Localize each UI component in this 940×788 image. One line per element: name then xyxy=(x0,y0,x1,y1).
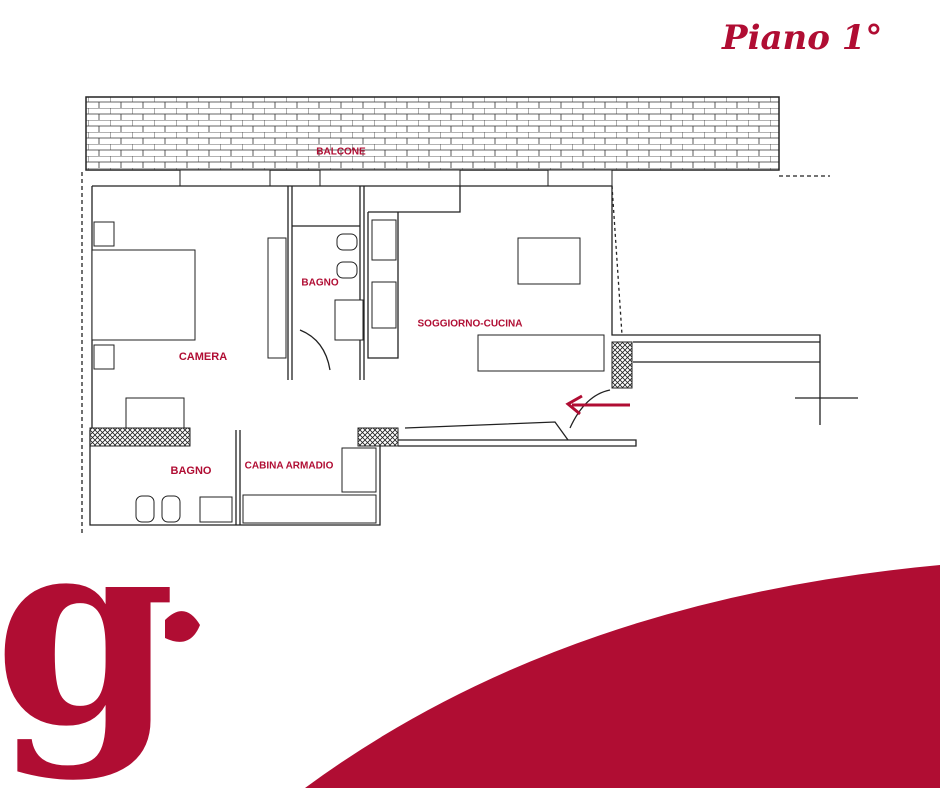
dining-table xyxy=(517,237,581,285)
room-label-bagno-2: BAGNO xyxy=(170,465,212,477)
room-label-cabina-armadio: CABINA ARMADIO xyxy=(244,460,334,472)
balcony xyxy=(85,96,780,187)
room-label-soggiorno-cucina: SOGGIORNO-CUCINA xyxy=(417,318,523,330)
furniture xyxy=(91,219,605,524)
bed xyxy=(91,249,196,341)
decorative-swoosh xyxy=(305,565,940,788)
wall-section-hatched xyxy=(611,341,633,389)
room-label-bagno: BAGNO xyxy=(301,277,339,289)
brand-logo: g xyxy=(0,479,176,784)
page-title: Piano 1° xyxy=(722,18,883,58)
walls xyxy=(81,172,858,535)
sofa xyxy=(477,334,605,372)
logo-dot xyxy=(165,611,200,642)
wall-section-hatched xyxy=(89,427,191,447)
wall-section-hatched xyxy=(357,427,399,447)
room-label-camera: CAMERA xyxy=(178,351,228,363)
arrow-left-icon xyxy=(565,394,630,416)
room-label-balcone: BALCONE xyxy=(316,146,366,158)
